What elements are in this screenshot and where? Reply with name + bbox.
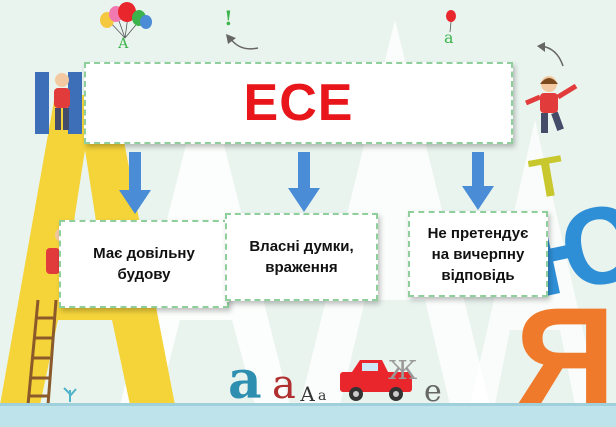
- essay-title: ЕСЕ: [243, 74, 354, 132]
- bottom-letter-5: Ж: [388, 356, 418, 386]
- arrow-down-left: [119, 152, 151, 214]
- arrow-down-center: [288, 152, 320, 212]
- bottom-letter-4: а: [318, 388, 327, 404]
- arrow-down-right: [462, 152, 494, 210]
- title-box: ЕСЕ: [84, 62, 513, 144]
- bottom-letter-6: е: [424, 374, 442, 409]
- branch-text-3: Не претендує на вичерпну відповідь: [427, 224, 529, 284]
- bg-letter-a-center: [300, 20, 490, 405]
- branch-box-2: Власні думки, враження: [225, 213, 378, 301]
- ladder: [26, 299, 58, 406]
- decor-curved-arrow-left: [229, 37, 259, 50]
- decor-letter-a-under-balloons: А: [118, 36, 129, 52]
- hanging-person-figure: [54, 73, 70, 130]
- letter-ya-right: Я: [515, 278, 616, 427]
- decor-letter-a-small: а: [444, 28, 454, 47]
- bottom-letter-1: а: [228, 350, 262, 411]
- red-balloon-icon: [446, 10, 456, 33]
- branch-text-1: Має довільну будову: [93, 245, 195, 283]
- bottom-letter-3: А: [300, 382, 316, 406]
- ground-strip: [0, 405, 616, 427]
- small-plant-icon: [63, 387, 77, 402]
- branch-box-3: Не претендує на вичерпну відповідь: [408, 211, 548, 297]
- red-car-icon: [340, 360, 412, 401]
- blue-letter-piece: [35, 72, 49, 134]
- jumping-person-figure: [525, 76, 578, 133]
- bottom-letter-2: а: [272, 362, 296, 408]
- branch-text-2: Власні думки, враження: [249, 238, 354, 276]
- balloons-icon: [100, 2, 152, 39]
- branch-box-1: Має довільну будову: [59, 220, 229, 308]
- decor-exclamation: !: [224, 6, 233, 30]
